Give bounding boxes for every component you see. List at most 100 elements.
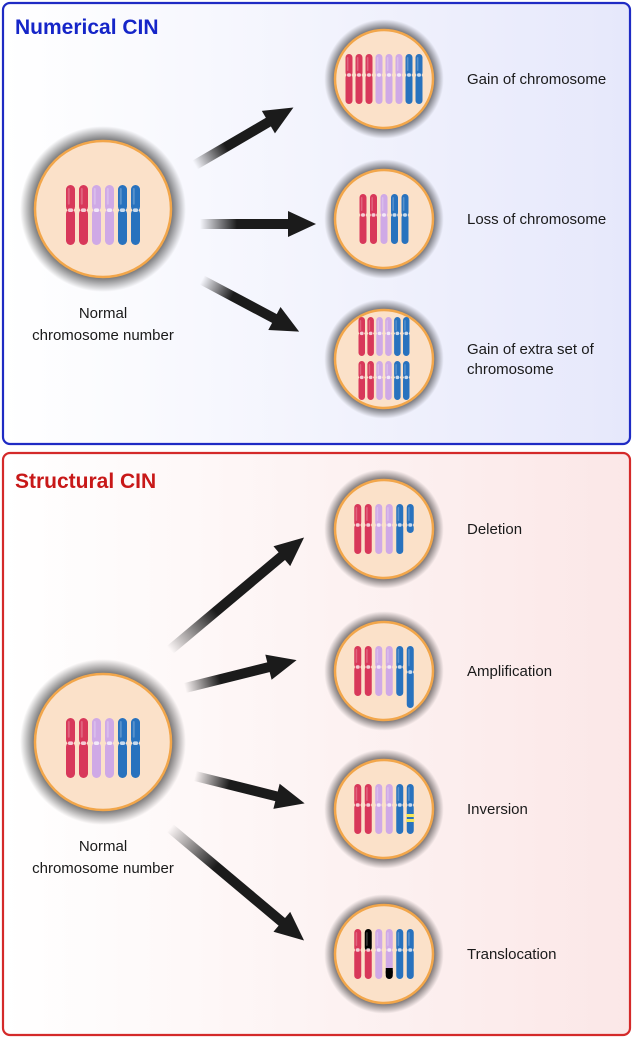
chromosome (406, 504, 414, 533)
cell-deletion (324, 469, 444, 589)
chromosome (380, 194, 388, 244)
chromosome (92, 185, 101, 245)
chromosome (401, 194, 409, 244)
structural-source-label-line2: chromosome number (32, 860, 174, 877)
chromosome (375, 54, 383, 104)
chromosome (370, 194, 377, 244)
chromosome (354, 784, 362, 834)
chromosome (406, 646, 414, 708)
chromosome (105, 185, 114, 245)
label-inversion: Inversion (467, 801, 528, 818)
cell-body (33, 672, 173, 812)
numerical-arrows (192, 107, 316, 332)
chromosome (375, 646, 383, 696)
chromosome (376, 317, 383, 356)
cell-body (333, 620, 435, 722)
label-loss-of-chromosome: Loss of chromosome (467, 211, 606, 228)
chromosome (385, 361, 392, 400)
chromosome (364, 646, 372, 696)
label-amplification: Amplification (467, 663, 552, 680)
structural-source-cell (20, 659, 186, 825)
chromosome (364, 504, 372, 554)
arrow-to-amplification (183, 654, 297, 693)
structural-panel-title: Structural CIN (15, 470, 156, 493)
chromosome (66, 718, 75, 778)
chromosome (406, 784, 415, 834)
chromosome (396, 929, 404, 979)
numerical-source-label-line1: Normal (79, 305, 127, 322)
chromosome (385, 646, 393, 696)
chromosome (375, 784, 383, 834)
arrow-to-polyploid (199, 275, 300, 332)
chromosome (375, 504, 383, 554)
label-gain-of-extra-set-line2: chromosome (467, 361, 554, 378)
numerical-panel-frame (1, 1, 632, 446)
chromosome (364, 929, 372, 979)
chromosome (385, 317, 392, 356)
chromosome (394, 317, 401, 356)
numerical-cin-panel: Numerical CIN Normal chromosome number G… (1, 1, 632, 446)
structural-cin-panel: Structural CIN Normal chromosome number (1, 451, 632, 1037)
chromosome (364, 784, 372, 834)
arrow-to-loss (200, 211, 316, 237)
cell-body (333, 308, 435, 410)
chromosome (131, 718, 140, 778)
structural-source-label-line1: Normal (79, 838, 127, 855)
chromosome (131, 185, 140, 245)
chromosome (385, 504, 393, 554)
numerical-panel-title: Numerical CIN (15, 16, 159, 39)
cell-body (333, 903, 435, 1005)
chromosome (394, 361, 401, 400)
chromosome (354, 504, 362, 554)
cell-body (333, 758, 435, 860)
chromosome (367, 317, 374, 356)
chromosome (385, 929, 393, 979)
label-gain-of-extra-set-line1: Gain of extra set of (467, 341, 595, 358)
chromosome (403, 361, 410, 400)
label-deletion: Deletion (467, 521, 522, 538)
arrow-to-gain (192, 107, 294, 170)
cell-body (33, 139, 173, 279)
chromosome (358, 317, 365, 356)
cell-body (333, 478, 435, 580)
chromosome (367, 361, 374, 400)
chromosome (79, 185, 88, 245)
arrow-to-deletion (166, 537, 305, 654)
chromosome (105, 718, 114, 778)
chromosome (118, 718, 127, 778)
chromosome (355, 54, 363, 104)
arrow-to-inversion (193, 771, 305, 809)
chromosome (391, 194, 398, 244)
chromosome (376, 361, 383, 400)
chromosome (79, 718, 88, 778)
chromosome (385, 54, 393, 104)
cell-loss-of-chromosome (324, 159, 444, 279)
chromosome (358, 361, 365, 400)
cell-gain-of-extra-set (324, 299, 444, 419)
chromosome (365, 54, 373, 104)
cell-translocation (324, 894, 444, 1014)
chromosome (396, 784, 404, 834)
cell-amplification (324, 611, 444, 731)
chromosome (385, 784, 393, 834)
chromosome (118, 185, 127, 245)
cell-inversion (324, 749, 444, 869)
chromosome (354, 929, 362, 979)
chromosome (66, 185, 75, 245)
chromosome (354, 646, 362, 696)
chromosome (395, 54, 403, 104)
structural-panel-frame (1, 451, 632, 1037)
label-translocation: Translocation (467, 946, 557, 963)
chromosome (92, 718, 101, 778)
chromosome (396, 646, 404, 696)
chromosome (396, 504, 404, 554)
cell-gain-of-chromosome (324, 19, 444, 139)
chromosome (405, 54, 413, 104)
chromosome (406, 929, 414, 979)
chromosome (415, 54, 423, 104)
arrow-to-translocation (166, 824, 305, 941)
chromosome (403, 317, 410, 356)
chromosome (375, 929, 383, 979)
numerical-source-label-line2: chromosome number (32, 327, 174, 344)
